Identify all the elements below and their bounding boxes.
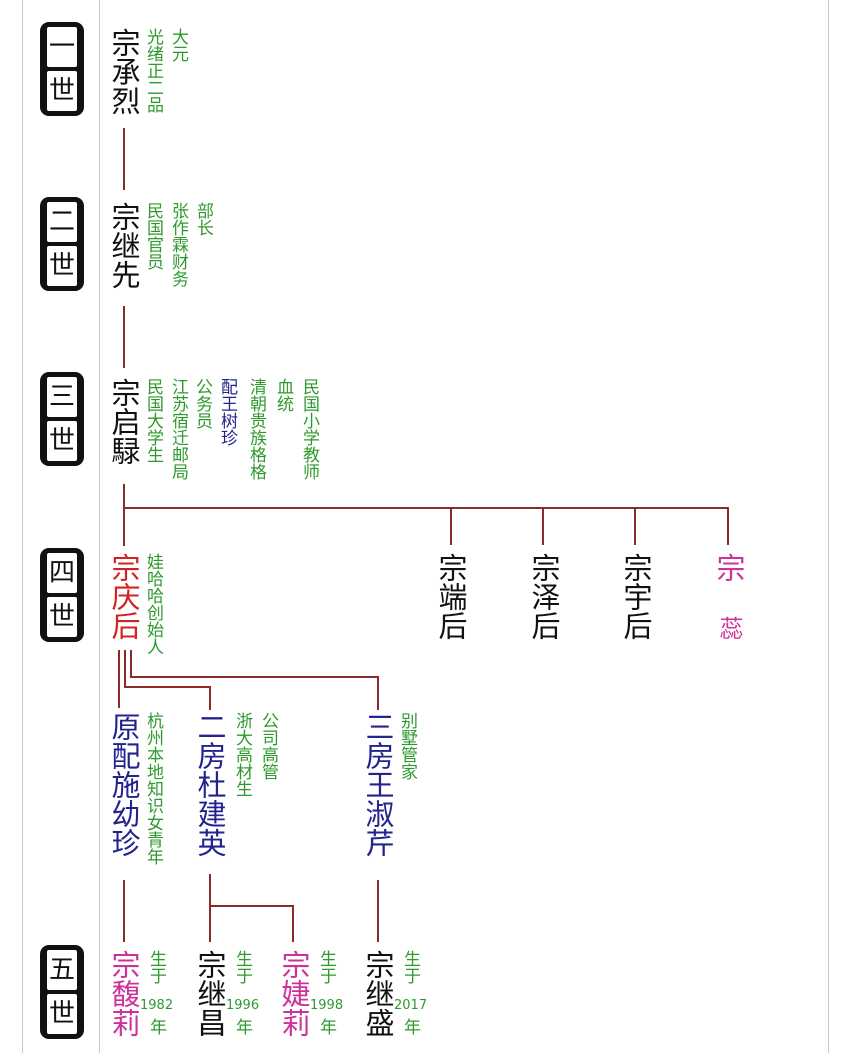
birth-suffix-jichang: 年 (232, 1018, 252, 1035)
birth-suffix-jieli: 年 (316, 1018, 336, 1035)
line-qinghou-wife3-down (377, 676, 379, 710)
birth-label-jieli: 生于 (316, 950, 336, 984)
person-note-jixian-1: 民国官员 (143, 202, 163, 270)
generation-label-1-char-2: 世 (47, 71, 77, 111)
generation-column-divider (99, 0, 100, 1053)
line-gen3-qinghou (123, 484, 125, 546)
person-name-qilu: 宗启騄 (107, 378, 141, 465)
spouse-note-wife2-2: 公司高管 (258, 712, 278, 780)
birth-label-jichang: 生于 (232, 950, 252, 984)
line-gen2-gen3 (123, 306, 125, 368)
spouse-note-wife3-1: 别墅管家 (397, 712, 417, 780)
birth-year-jieli: 1998 (310, 998, 344, 1013)
generation-label-5-char-2: 世 (47, 994, 77, 1034)
birth-suffix-jisheng: 年 (400, 1018, 420, 1035)
person-name-rui-surname: 宗 (712, 553, 746, 582)
generation-label-3-char-2: 世 (47, 421, 77, 461)
person-note-chenglie-2: 大元 (168, 28, 188, 62)
right-border (828, 0, 829, 1053)
person-note-qilu-3: 公务员 (192, 378, 212, 429)
person-name-zehou: 宗泽后 (527, 553, 561, 640)
person-name-jichang: 宗继昌 (193, 950, 227, 1037)
line-wife1-fuli (123, 880, 125, 942)
person-note-chenglie-1: 光绪正二品 (143, 28, 163, 113)
spouse-name-wife1: 原配施幼珍 (107, 712, 141, 857)
line-gen1-gen2 (123, 128, 125, 190)
birth-label-fuli: 生于 (146, 950, 166, 984)
person-name-rui-given: 蕊 (715, 616, 743, 640)
line-wife2-jieli-bar (209, 905, 293, 907)
generation-label-5: 五 世 (40, 945, 84, 1039)
person-name-jixian: 宗继先 (107, 202, 141, 289)
person-note-jixian-2: 张作霖财务 (168, 202, 188, 287)
person-note-qilu-2: 江苏宿迁邮局 (168, 378, 188, 480)
person-name-yuhou: 宗宇后 (619, 553, 653, 640)
line-qinghou-wife2-down (209, 686, 211, 710)
spouse-note-qilu-3: 民国小学教师 (299, 378, 319, 480)
line-qinghou-wife2-bar (124, 686, 210, 688)
birth-year-fuli: 1982 (140, 998, 174, 1013)
birth-suffix-fuli: 年 (146, 1018, 166, 1035)
person-note-jixian-3: 部长 (193, 202, 213, 236)
line-to-duanhou (450, 507, 452, 545)
person-name-qinghou: 宗庆后 (107, 553, 141, 640)
birth-year-jisheng: 2017 (394, 998, 428, 1013)
generation-label-3: 三 世 (40, 372, 84, 466)
spouse-name-wife2: 二房杜建英 (193, 712, 227, 857)
birth-label-jisheng: 生于 (400, 950, 420, 984)
spouse-note-wife2-1: 浙大高材生 (232, 712, 252, 797)
person-name-jieli: 宗婕莉 (277, 950, 311, 1037)
person-name-jisheng: 宗继盛 (361, 950, 395, 1037)
generation-label-5-char-1: 五 (47, 950, 77, 990)
person-name-fuli: 宗馥莉 (107, 950, 141, 1037)
person-name-chenglie: 宗承烈 (107, 28, 141, 115)
person-name-duanhou: 宗端后 (434, 553, 468, 640)
generation-label-2-char-2: 世 (47, 246, 77, 286)
line-qinghou-wife3-drop (130, 650, 132, 677)
left-border (22, 0, 23, 1053)
generation-label-2-char-1: 二 (47, 202, 77, 242)
line-siblings-bar (123, 507, 729, 509)
generation-label-4: 四 世 (40, 548, 84, 642)
spouse-name-wife3: 三房王淑芹 (361, 712, 395, 857)
line-qinghou-wife3-bar (130, 676, 378, 678)
line-to-yuhou (634, 507, 636, 545)
spouse-note-wife1-1: 杭州本地知识女青年 (143, 712, 163, 865)
generation-label-3-char-1: 三 (47, 377, 77, 417)
line-wife3-jisheng (377, 880, 379, 942)
birth-year-jichang: 1996 (226, 998, 260, 1013)
person-note-qilu-1: 民国大学生 (143, 378, 163, 463)
generation-label-1: 一 世 (40, 22, 84, 116)
generation-label-1-char-1: 一 (47, 27, 77, 67)
person-note-qinghou-1: 娃哈哈创始人 (143, 553, 163, 655)
line-qinghou-wife2-drop (124, 650, 126, 687)
spouse-name-qilu: 配王树珍 (217, 378, 237, 446)
generation-label-2: 二 世 (40, 197, 84, 291)
line-qinghou-wife1 (118, 650, 120, 708)
line-to-zehou (542, 507, 544, 545)
line-wife2-jieli-down (292, 905, 294, 942)
line-to-rui (727, 507, 729, 545)
spouse-note-qilu-2: 血统 (273, 378, 293, 412)
spouse-note-qilu-1: 清朝贵族格格 (246, 378, 266, 480)
line-wife2-jichang (209, 874, 211, 942)
generation-label-4-char-2: 世 (47, 597, 77, 637)
generation-label-4-char-1: 四 (47, 553, 77, 593)
